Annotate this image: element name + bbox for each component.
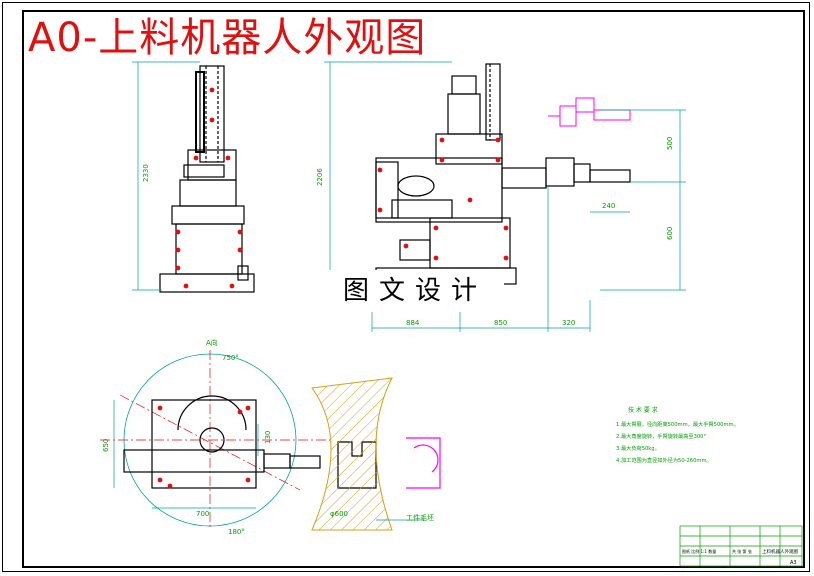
dim-right-top: 500: [666, 137, 674, 150]
dim-plan-angle: 180°: [228, 528, 245, 536]
dim-workpiece-dia: φ600: [330, 510, 348, 518]
dim-bottom-middle: 850: [494, 319, 507, 327]
tech-item-2: 2.最大角度旋转，手臂旋转最高至300°: [616, 432, 706, 440]
tech-item-4: 4.加工范围为直径如外径为50-260mm。: [616, 456, 712, 464]
plan-dimensions: [113, 400, 424, 521]
gripper-fingers: [589, 169, 631, 183]
front-dimensions: [324, 61, 686, 332]
left-column: [199, 65, 225, 163]
dim-arm-offset: 240: [602, 202, 615, 210]
dim-right-bottom: 600: [666, 227, 674, 240]
dim-plan-top: 750°: [222, 354, 239, 362]
title-block-info-2: 共 张 第 张: [732, 548, 752, 554]
title-block: [679, 525, 803, 567]
tech-item-3: 3.最大负荷50kg。: [616, 444, 660, 452]
drawing-title: A0-上料机器人外观图: [28, 15, 427, 61]
plan-arm: [123, 449, 265, 473]
gripper-alt-position: [548, 97, 631, 127]
wrist-block: [545, 157, 575, 187]
left-view-bolts: [175, 87, 243, 289]
dim-plan-bottom: 700: [196, 510, 209, 518]
vertical-motor: [447, 93, 481, 135]
side-view-left: [159, 65, 255, 293]
arm-joint: [397, 175, 435, 197]
plan-turret-arc: [177, 395, 247, 431]
top-cap: [451, 75, 477, 95]
arm-tube: [501, 167, 547, 189]
dim-plan-inner: 130: [264, 431, 272, 444]
dim-plan-left: 650: [102, 439, 110, 452]
left-foot: [159, 273, 255, 293]
plan-view-label: A向: [206, 338, 218, 347]
front-view-bolts: [377, 137, 509, 281]
tech-requirements: 技 术 要 求 1.最大臂展，径向距离500mm，最大手臂500mm。 2.最大…: [616, 406, 739, 464]
plan-bolts: [157, 405, 251, 489]
plan-base: [151, 399, 257, 489]
left-gear-block: [179, 179, 237, 207]
column-base: [429, 217, 511, 269]
left-base: [175, 223, 243, 275]
watermark-label: 图文设计: [326, 270, 504, 312]
tech-item-1: 1.最大臂展，径向距离500mm，最大手臂500mm。: [616, 420, 739, 428]
workpiece-label: 工件毛坯: [406, 513, 434, 522]
tech-heading: 技 术 要 求: [628, 406, 658, 414]
workpiece-section: [311, 377, 393, 531]
dim-bottom-right: 320: [562, 319, 575, 327]
front-view-middle: [375, 63, 631, 285]
title-block-sheet: A3: [790, 560, 797, 566]
plan-wrist: [289, 455, 321, 469]
dim-bottom-left: 884: [406, 319, 420, 327]
title-block-info-1: 图纸 比例 1:1 数量: [682, 548, 716, 554]
plan-gripper-alt: [406, 437, 441, 489]
left-slide-plate: [171, 205, 245, 225]
sheet-inner-border: [22, 10, 805, 568]
left-height-dimension: [132, 61, 200, 291]
upper-housing: [435, 133, 503, 165]
main-body: [375, 157, 503, 223]
dim-height-left: 2330: [142, 164, 150, 182]
dim-height-middle: 2206: [316, 168, 324, 186]
title-block-drawing-name: 上料机器人外观图: [762, 548, 798, 555]
